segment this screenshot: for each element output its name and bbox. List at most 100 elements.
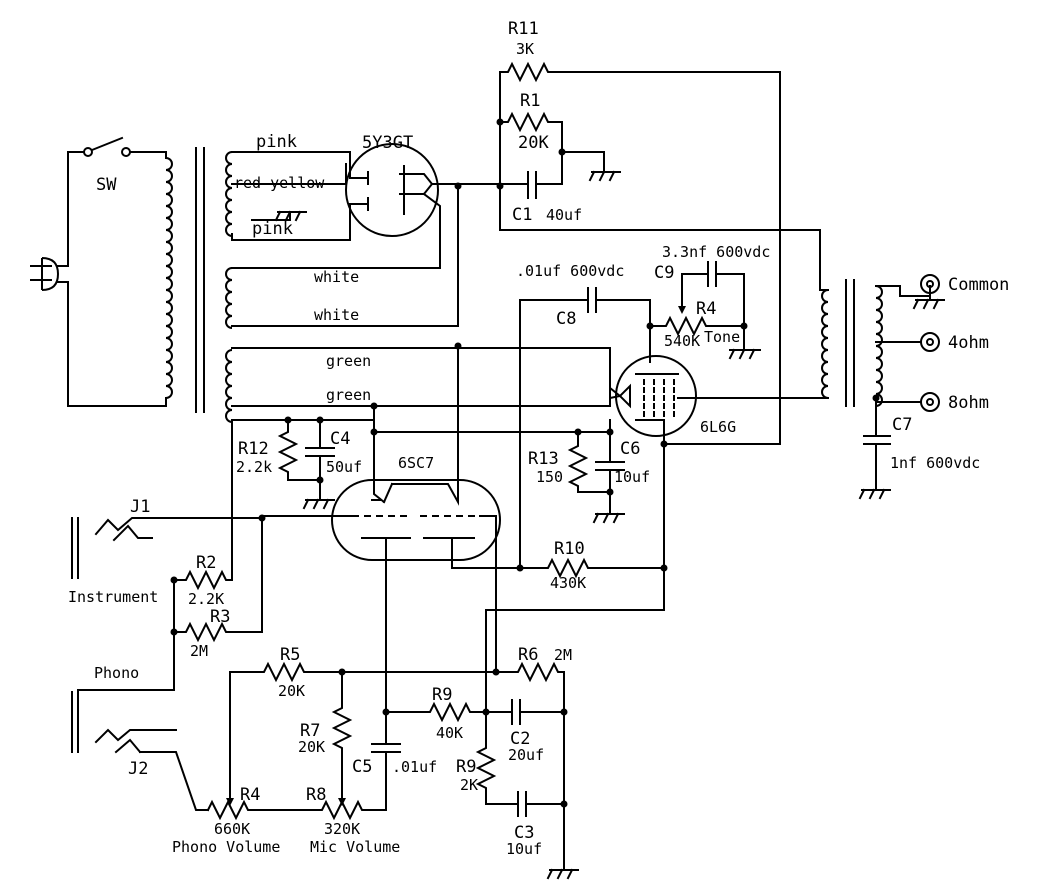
label-tone: Tone bbox=[704, 328, 740, 346]
label-8ohm: 8ohm bbox=[948, 393, 989, 413]
power-tube-6l6g bbox=[609, 347, 697, 445]
label-sw: SW bbox=[96, 175, 117, 195]
label-r2-ref: R2 bbox=[196, 553, 216, 573]
label-c7-ref: C7 bbox=[892, 415, 912, 435]
label-green-bottom: green bbox=[326, 386, 371, 404]
label-c5-ref: C5 bbox=[352, 757, 372, 777]
label-r13-val: 150 bbox=[536, 468, 563, 486]
c2 bbox=[485, 699, 568, 725]
label-6l6g: 6L6G bbox=[700, 418, 736, 436]
label-c1-val: 40uf bbox=[546, 206, 582, 224]
r1 bbox=[496, 111, 563, 185]
r10 bbox=[519, 557, 668, 579]
label-r11-ref: R11 bbox=[508, 19, 539, 39]
label-c6-ref: C6 bbox=[620, 439, 640, 459]
label-r3-ref: R3 bbox=[210, 607, 230, 627]
preamp-tube-6sc7 bbox=[331, 343, 501, 561]
r9-2k bbox=[475, 743, 519, 805]
label-r3-val: 2M bbox=[190, 642, 208, 660]
r9-40k bbox=[385, 701, 490, 723]
label-c9-val: 3.3nf 600vdc bbox=[662, 243, 770, 261]
label-r9a-val: 40K bbox=[436, 724, 463, 742]
label-r2-val: 2.2K bbox=[188, 590, 224, 608]
ac-plug bbox=[30, 257, 69, 291]
label-r8-val: 320K bbox=[324, 820, 360, 838]
label-mic-volume: Mic Volume bbox=[310, 838, 400, 856]
label-r13-ref: R13 bbox=[528, 449, 559, 469]
label-pink-bottom: pink bbox=[252, 219, 293, 239]
label-white-bottom: white bbox=[314, 306, 359, 324]
label-red-yellow: red-yellow bbox=[234, 174, 325, 192]
label-c6-val: 10uf bbox=[614, 468, 650, 486]
label-common: Common bbox=[948, 275, 1009, 295]
power-switch bbox=[67, 136, 167, 407]
label-r9b-ref: R9 bbox=[456, 757, 476, 777]
label-pink-top: pink bbox=[256, 132, 297, 152]
label-instrument: Instrument bbox=[68, 588, 158, 606]
label-green-top: green bbox=[326, 352, 371, 370]
r7 bbox=[331, 671, 353, 806]
label-r5-ref: R5 bbox=[280, 645, 300, 665]
c3 bbox=[517, 791, 568, 817]
label-white-top: white bbox=[314, 268, 359, 286]
label-c3-val: 10uf bbox=[506, 840, 542, 858]
label-r7-ref: R7 bbox=[300, 721, 320, 741]
label-r10-ref: R10 bbox=[554, 539, 585, 559]
r8-mic-volume-pot bbox=[251, 751, 387, 821]
label-r4-tone-val: 540K bbox=[664, 332, 700, 350]
power-transformer bbox=[165, 147, 611, 423]
c8 bbox=[519, 287, 654, 569]
label-r12-val: 2.2k bbox=[236, 458, 272, 476]
label-c8-ref: C8 bbox=[556, 309, 576, 329]
label-r9a-ref: R9 bbox=[432, 685, 452, 705]
label-r5-val: 20K bbox=[278, 682, 305, 700]
c6 bbox=[592, 431, 625, 524]
label-c4-val: 50uf bbox=[326, 458, 362, 476]
j2-jack bbox=[71, 691, 209, 811]
label-c1-ref: C1 bbox=[512, 205, 532, 225]
label-c2-val: 20uf bbox=[508, 746, 544, 764]
label-c7-val: 1nf 600vdc bbox=[890, 454, 980, 472]
common-ground bbox=[912, 292, 945, 310]
label-r6-ref: R6 bbox=[518, 645, 538, 665]
label-c8-val: .01uf 600vdc bbox=[516, 262, 624, 280]
r1-ground bbox=[561, 151, 621, 182]
label-r6-val: 2M bbox=[554, 646, 572, 664]
output-transformer bbox=[687, 274, 940, 412]
label-c9-ref: C9 bbox=[654, 263, 674, 283]
label-c2-ref: C2 bbox=[510, 729, 530, 749]
ct-ground bbox=[251, 210, 307, 222]
c7 bbox=[858, 394, 891, 500]
label-6sc7: 6SC7 bbox=[398, 454, 434, 472]
label-r9b-val: 2K bbox=[460, 776, 478, 794]
r4-tone-pot bbox=[649, 315, 761, 360]
label-phono: Phono bbox=[94, 664, 139, 682]
label-r12-ref: R12 bbox=[238, 439, 269, 459]
r13 bbox=[567, 431, 611, 493]
r11 bbox=[499, 61, 781, 445]
r2 bbox=[170, 569, 233, 591]
label-r7-val: 20K bbox=[298, 738, 325, 756]
label-r4-tone-ref: R4 bbox=[696, 299, 716, 319]
label-phono-volume: Phono Volume bbox=[172, 838, 280, 856]
bottom-ground bbox=[546, 868, 579, 880]
label-j2: J2 bbox=[128, 759, 148, 779]
label-r8-ref: R8 bbox=[306, 785, 326, 805]
label-r10-val: 430K bbox=[550, 574, 586, 592]
label-r1-val: 20K bbox=[518, 133, 549, 153]
label-j1: J1 bbox=[130, 497, 150, 517]
label-c3-ref: C3 bbox=[514, 823, 534, 843]
label-r4-volume-ref: R4 bbox=[240, 785, 260, 805]
j1-jack bbox=[71, 514, 266, 579]
label-4ohm: 4ohm bbox=[948, 333, 989, 353]
c1 bbox=[496, 148, 566, 199]
label-r4-volume-val: 660K bbox=[214, 820, 250, 838]
r4-phono-volume-pot bbox=[206, 798, 253, 821]
label-c5-val: .01uf bbox=[392, 758, 437, 776]
label-5y3gt: 5Y3GT bbox=[362, 133, 413, 153]
label-r11-val: 3K bbox=[516, 40, 534, 58]
c9 bbox=[678, 261, 745, 329]
rectifier-tube-5y3gt bbox=[345, 143, 459, 269]
label-c4-ref: C4 bbox=[330, 429, 350, 449]
